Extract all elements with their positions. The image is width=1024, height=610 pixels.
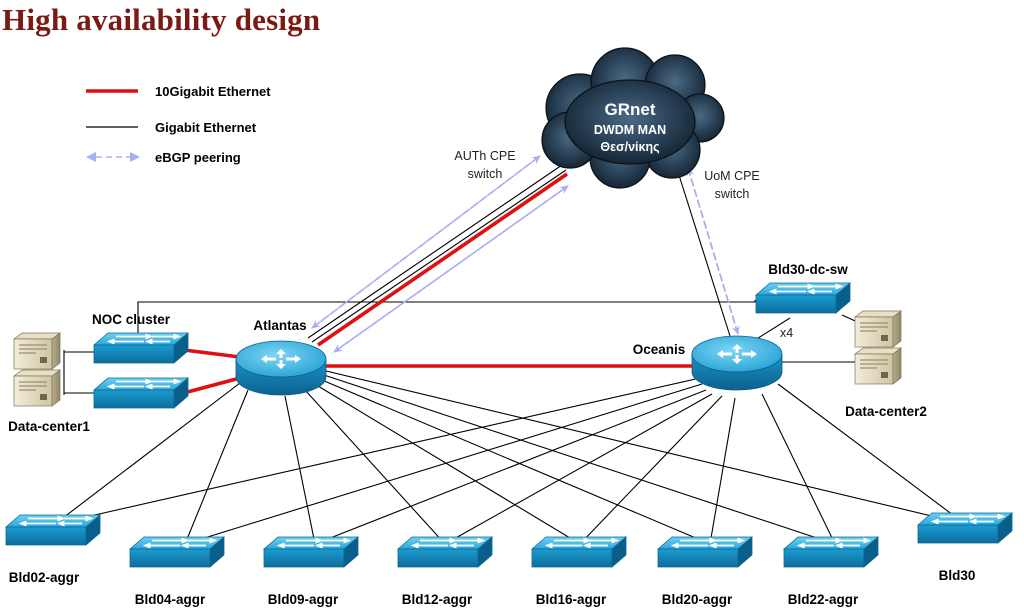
legend-ebgp-label: eBGP peering [155, 150, 241, 165]
grnet-cloud: GRnet DWDM MAN Θεσ/νίκης [541, 47, 725, 189]
router-atlantas-label: Atlantas [253, 318, 306, 333]
data-center2[interactable]: Data-center2 [845, 310, 927, 419]
noc-cluster: NOC cluster [92, 312, 189, 409]
router-oceanis-label: Oceanis [633, 342, 686, 357]
server-icon [13, 369, 61, 407]
server-icon [13, 332, 61, 370]
switch-bld30[interactable]: Bld30 [917, 512, 1013, 583]
page-title: High availability design [2, 2, 321, 37]
switch-bld16[interactable]: Bld16-aggr [531, 536, 627, 607]
bld16-label: Bld16-aggr [536, 592, 607, 607]
gigabit-links [54, 164, 966, 545]
bld30-label: Bld30 [939, 568, 976, 583]
switch-bld02[interactable]: Bld02-aggr [5, 514, 101, 585]
switch-bld30-dc-sw[interactable]: Bld30-dc-sw [755, 262, 851, 314]
router-atlantas[interactable]: Atlantas [235, 318, 327, 396]
noc-switch-1[interactable] [93, 332, 189, 364]
legend-gig-label: Gigabit Ethernet [155, 120, 257, 135]
bld04-label: Bld04-aggr [135, 592, 206, 607]
router-oceanis[interactable]: Oceanis [633, 335, 783, 391]
cloud-line3: Θεσ/νίκης [600, 140, 659, 154]
cloud-name: GRnet [605, 100, 656, 119]
switch-bld20[interactable]: Bld20-aggr [657, 536, 753, 607]
auth-cpe-label-line2: switch [468, 167, 503, 181]
auth-cpe-label-line1: AUTh CPE [454, 149, 515, 163]
data-center1-label: Data-center1 [8, 419, 90, 434]
server-icon [854, 347, 902, 385]
noc-cluster-label: NOC cluster [92, 312, 171, 327]
ebgp-peerings [311, 155, 740, 353]
data-center2-label: Data-center2 [845, 404, 927, 419]
legend: 10Gigabit Ethernet Gigabit Ethernet eBGP… [86, 84, 271, 165]
switch-bld09[interactable]: Bld09-aggr [263, 536, 359, 607]
cloud-line2: DWDM MAN [594, 123, 666, 137]
switch-bld22[interactable]: Bld22-aggr [783, 536, 879, 607]
legend-10gig-label: 10Gigabit Ethernet [155, 84, 271, 99]
data-center1[interactable]: Data-center1 [8, 332, 90, 434]
x4-label: x4 [780, 326, 793, 340]
bld09-label: Bld09-aggr [268, 592, 339, 607]
uom-cpe-label-line2: switch [715, 187, 750, 201]
switch-bld04[interactable]: Bld04-aggr [129, 536, 225, 607]
uom-cpe-label-line1: UoM CPE [704, 169, 760, 183]
legend-ebgp-line [86, 152, 140, 162]
bld30-dc-sw-label: Bld30-dc-sw [768, 262, 848, 277]
noc-switch-2[interactable] [93, 377, 189, 409]
bld02-label: Bld02-aggr [9, 570, 80, 585]
bld20-label: Bld20-aggr [662, 592, 733, 607]
server-icon [854, 310, 902, 348]
bld12-label: Bld12-aggr [402, 592, 473, 607]
switch-bld12[interactable]: Bld12-aggr [397, 536, 493, 607]
bld22-label: Bld22-aggr [788, 592, 859, 607]
